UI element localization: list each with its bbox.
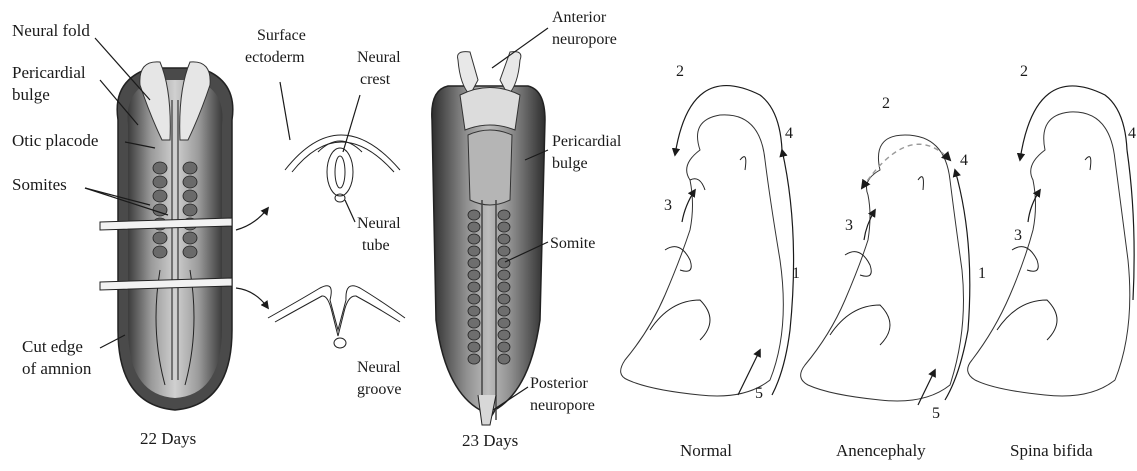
anencephaly-num-5: 5 [932, 405, 940, 422]
anencephaly-num-3: 3 [845, 217, 853, 234]
caption-22-days: 22 Days [140, 429, 196, 448]
label-somite: Somite [550, 235, 595, 252]
label-anterior-neuropore-line2: neuropore [552, 31, 617, 48]
normal-num-5: 5 [755, 385, 763, 402]
fetus-spina-bifida [968, 86, 1134, 396]
label-surface-ectoderm-line1: Surface [257, 27, 306, 44]
caption-normal: Normal [680, 441, 732, 460]
anencephaly-num-1: 1 [978, 265, 986, 282]
normal-num-3: 3 [664, 197, 672, 214]
spina-bifida-num-2: 2 [1020, 63, 1028, 80]
label-pericardial-bulge-23-line1: Pericardial [552, 133, 622, 150]
label-neural-tube-line2: tube [362, 237, 390, 254]
fetus-anencephaly [801, 135, 970, 405]
fetus-normal [621, 86, 794, 396]
label-surface-ectoderm-line2: ectoderm [245, 49, 305, 66]
label-posterior-neuropore-line2: neuropore [530, 397, 595, 414]
label-somites: Somites [12, 175, 67, 194]
anencephaly-num-4: 4 [960, 152, 968, 169]
embryo-22-days [100, 62, 268, 410]
arrow-to-section-2 [236, 288, 268, 308]
label-neural-groove-line2: groove [357, 381, 401, 398]
embryo-23-days [432, 52, 545, 425]
label-neural-groove-line1: Neural [357, 359, 401, 376]
label-neural-tube-line1: Neural [357, 215, 401, 232]
spina-bifida-num-4: 4 [1128, 125, 1136, 142]
label-anterior-neuropore-line1: Anterior [552, 9, 607, 26]
spina-bifida-num-3: 3 [1014, 227, 1022, 244]
normal-num-1: 1 [792, 265, 800, 282]
label-cut-edge-line2: of amnion [22, 359, 92, 378]
normal-num-2: 2 [676, 63, 684, 80]
label-cut-edge-line1: Cut edge [22, 337, 83, 356]
caption-anencephaly: Anencephaly [836, 441, 926, 460]
cross-section-neural-groove [268, 286, 405, 348]
label-pericardial-bulge-line2: bulge [12, 85, 50, 104]
label-pericardial-bulge-23-line2: bulge [552, 155, 588, 172]
caption-spina-bifida: Spina bifida [1010, 441, 1093, 460]
label-neural-crest-line2: crest [360, 71, 391, 88]
label-posterior-neuropore-line1: Posterior [530, 375, 588, 392]
cross-section-neural-tube [285, 135, 400, 202]
leader-lines-sections [280, 82, 360, 222]
caption-23-days: 23 Days [462, 431, 518, 450]
label-otic-placode: Otic placode [12, 131, 98, 150]
arrow-to-section-1 [236, 208, 268, 230]
anencephaly-num-2: 2 [882, 95, 890, 112]
label-neural-crest-line1: Neural [357, 49, 401, 66]
normal-num-4: 4 [785, 125, 793, 142]
label-neural-fold: Neural fold [12, 21, 90, 40]
label-pericardial-bulge-line1: Pericardial [12, 63, 86, 82]
